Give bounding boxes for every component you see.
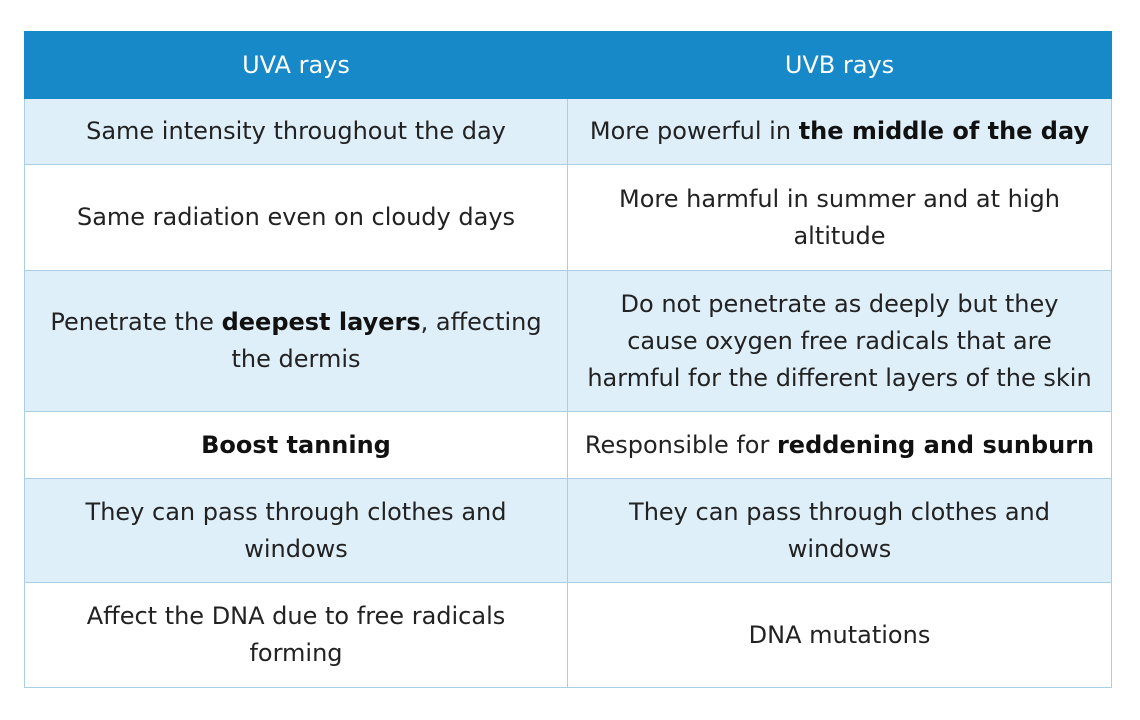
cell-text: They can pass through clothes and window… xyxy=(629,497,1050,563)
table-row: Penetrate the deepest layers, affecting … xyxy=(24,270,1112,412)
uvb-cell: DNA mutations xyxy=(567,582,1112,688)
uv-comparison-table: UVA rays UVB rays Same intensity through… xyxy=(24,31,1112,688)
uva-cell: Affect the DNA due to free radicals form… xyxy=(24,582,568,688)
uva-cell: Penetrate the deepest layers, affecting … xyxy=(24,270,568,412)
uva-cell: Same intensity throughout the day xyxy=(24,98,568,165)
table-row: Boost tanning Responsible for reddening … xyxy=(24,411,1112,479)
header-uvb: UVB rays xyxy=(567,31,1112,99)
uva-cell: Boost tanning xyxy=(24,411,568,479)
cell-text: Same intensity throughout the day xyxy=(86,117,506,145)
bold-text: Boost tanning xyxy=(201,430,391,459)
cell-text: Same radiation even on cloudy days xyxy=(76,203,516,231)
table-row: Affect the DNA due to free radicals form… xyxy=(24,582,1112,688)
cell-text: , affecting the dermis xyxy=(231,308,542,373)
cell-text: DNA mutations xyxy=(748,620,931,649)
cell-text: Penetrate the xyxy=(50,308,222,336)
header-uva: UVA rays xyxy=(24,31,568,99)
cell-text: Affect the DNA due to free radicals form… xyxy=(86,602,506,667)
uva-cell: They can pass through clothes and window… xyxy=(24,478,568,583)
uvb-cell: More powerful in the middle of the day xyxy=(567,98,1112,165)
uvb-cell: Do not penetrate as deeply but they caus… xyxy=(567,270,1112,412)
uvb-cell: More harmful in summer and at high altit… xyxy=(567,164,1112,271)
uvb-cell: Responsible for reddening and sunburn xyxy=(567,411,1112,479)
cell-text: More powerful in xyxy=(589,117,799,145)
cell-text: Do not penetrate as deeply but they caus… xyxy=(587,289,1092,392)
cell-text: They can pass through clothes and window… xyxy=(85,497,507,563)
table-row: They can pass through clothes and window… xyxy=(24,478,1112,583)
table-row: Same intensity throughout the day More p… xyxy=(24,98,1112,165)
header-row: UVA rays UVB rays xyxy=(24,31,1112,99)
table-row: Same radiation even on cloudy days More … xyxy=(24,164,1112,271)
cell-text: More harmful in summer and at high altit… xyxy=(619,184,1060,250)
uvb-cell: They can pass through clothes and window… xyxy=(567,478,1112,583)
cell-text: Responsible for xyxy=(584,430,777,459)
bold-text: deepest layers xyxy=(221,308,421,336)
bold-text: reddening and sunburn xyxy=(776,430,1095,459)
uva-cell: Same radiation even on cloudy days xyxy=(24,164,568,271)
bold-text: the middle of the day xyxy=(798,117,1090,145)
